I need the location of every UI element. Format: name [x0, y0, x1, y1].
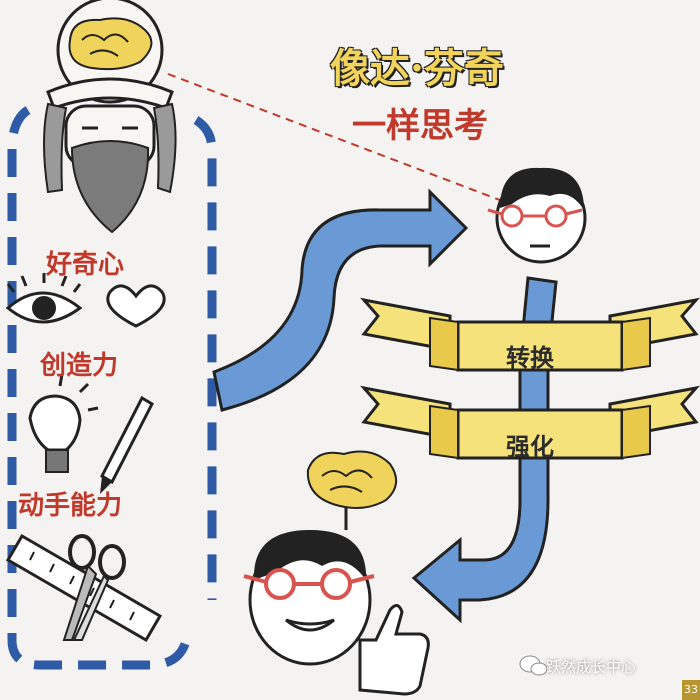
- lightbulb-icon: [28, 373, 99, 473]
- trait-creativity: 创造力: [40, 351, 119, 381]
- banner-strengthen-label: 强化: [506, 433, 554, 461]
- watermark: 跃然成长中心: [546, 658, 637, 676]
- pencil-icon: [100, 395, 154, 494]
- title-line-2: 一样思考: [352, 106, 488, 146]
- banner-transform: [360, 297, 700, 372]
- davinci-portrait: [43, 0, 177, 234]
- boy-head-before: [487, 167, 587, 264]
- page-number: 33: [682, 680, 700, 700]
- scissors-icon: [62, 534, 126, 641]
- brain-icon: [68, 17, 153, 71]
- heart-icon: [106, 284, 166, 328]
- banner-strengthen: [360, 385, 700, 460]
- boy-head-after: [243, 530, 375, 666]
- upper-arrow: [212, 188, 469, 412]
- eye-icon: [5, 273, 83, 324]
- banner-transform-label: 转换: [506, 344, 554, 372]
- dashed-connector: [167, 73, 506, 203]
- wechat-icon: [519, 655, 548, 676]
- dashed-bracket: [7, 106, 193, 670]
- brain-icon: [306, 450, 397, 530]
- trait-hands-on: 动手能力: [18, 491, 123, 521]
- trait-curiosity: 好奇心: [46, 250, 125, 280]
- title-line-1: 像达·芬奇: [330, 45, 504, 92]
- dashed-bracket-right: [193, 116, 217, 600]
- thumbs-up-icon: [358, 604, 430, 696]
